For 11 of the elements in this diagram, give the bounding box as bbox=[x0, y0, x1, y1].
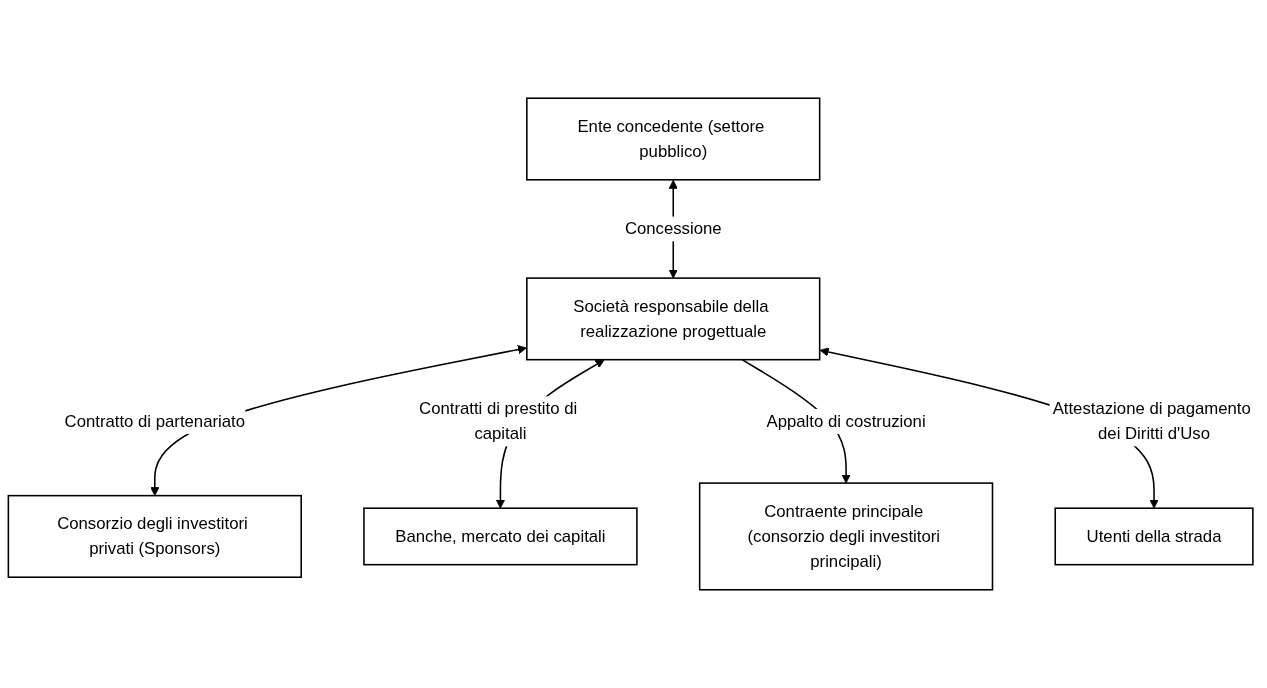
edge-label: Concessione bbox=[624, 219, 722, 238]
node-box: Società responsabile della realizzazione progettuale bbox=[526, 277, 821, 361]
node-box: Banche, mercato dei capitali bbox=[363, 507, 638, 566]
edge-label: Attestazione di pagamento dei Diritti d'Uso bbox=[1052, 399, 1251, 443]
edge-label: Appalto di costruzioni bbox=[766, 411, 926, 430]
node-box: Utenti della strada bbox=[1054, 507, 1254, 566]
node-box: Contraente principale (consorzio degli investitori principali) bbox=[698, 482, 994, 591]
edge-label: Contratto di partenariato bbox=[64, 411, 246, 430]
node-box: Consorzio degli investitori privati (Sponsors) bbox=[7, 494, 302, 578]
edge-label: Contratti di prestito di capitali bbox=[419, 399, 578, 443]
node-box: Ente concedente (settore pubblico) bbox=[526, 97, 821, 181]
